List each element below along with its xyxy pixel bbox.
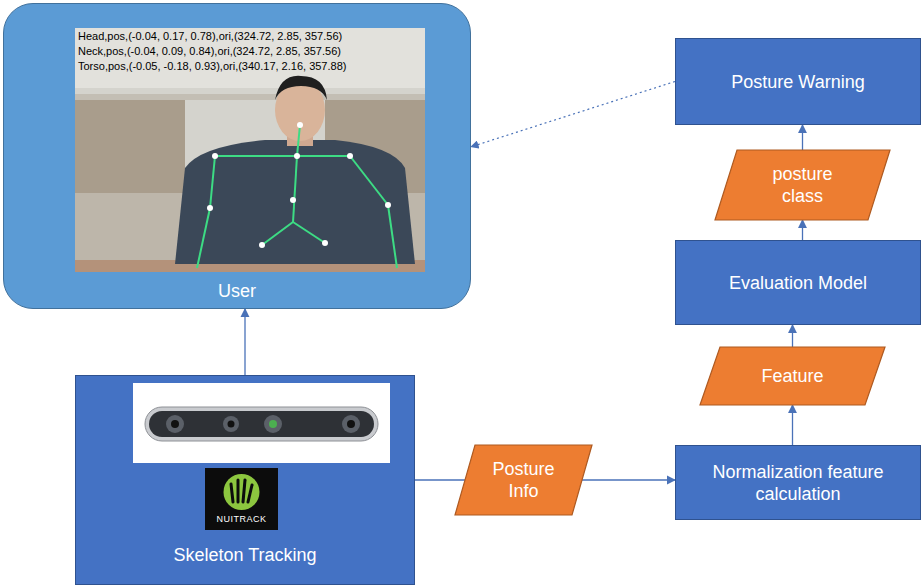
node-label: Posture Info: [481, 458, 566, 502]
node-label: posture class: [753, 163, 853, 207]
flow-arrow: [792, 405, 793, 445]
node-label: Skeleton Tracking: [76, 544, 414, 566]
data-parallelogram: Posture Info: [455, 445, 592, 515]
data-parallelogram: posture class: [715, 150, 890, 220]
joint-readout: Neck,pos,(-0.04, 0.09, 0.84),ori,(324.72…: [78, 44, 341, 58]
flow-arrow: [415, 479, 465, 480]
node-label: Normalization feature calculation: [706, 461, 891, 505]
process-box: Posture Warning: [675, 38, 921, 125]
logo-wordmark: NUITRACK: [205, 513, 278, 525]
data-parallelogram: Feature: [700, 347, 885, 405]
joint-readout: Head,pos,(-0.04, 0.17, 0.78),ori,(324.72…: [78, 29, 342, 43]
parallelogram-outline: [700, 347, 885, 405]
flow-arrow: [244, 309, 245, 375]
node-label: Feature: [761, 365, 823, 387]
flow-arrow: [582, 479, 675, 480]
process-box: Evaluation Model: [675, 240, 921, 325]
depth-camera: [133, 383, 390, 463]
flow-arrow: [792, 325, 793, 347]
node-label: Posture Warning: [731, 71, 864, 93]
flow-arrow: [802, 220, 803, 240]
node-label: Evaluation Model: [729, 272, 867, 294]
joint-readout: Torso,pos,(-0.05, -0.18, 0.93),ori,(340.…: [78, 59, 346, 73]
process-box: Normalization feature calculation: [675, 445, 921, 520]
parallelogram-shape: [715, 150, 890, 220]
flow-arrow: [802, 125, 803, 150]
dotted-arrow: [471, 82, 675, 147]
parallelogram-outline: [715, 150, 890, 220]
parallelogram-shape: [455, 445, 592, 515]
parallelogram-outline: [455, 445, 592, 515]
node-label: User: [4, 280, 470, 302]
